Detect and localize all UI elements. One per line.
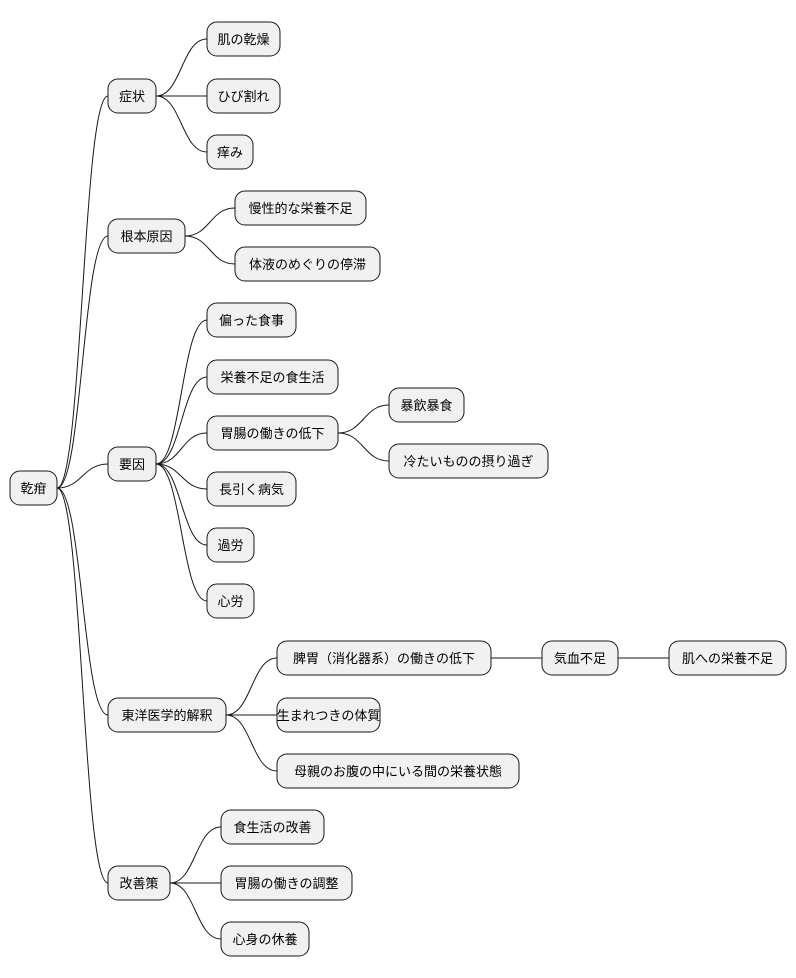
node-symptoms: 症状	[107, 78, 157, 114]
node-label: 根本原因	[120, 230, 172, 245]
node-factor-overwork: 過労	[206, 527, 255, 563]
node-improve-rest: 心身の休養	[220, 921, 310, 957]
node-root-cause: 根本原因	[107, 218, 186, 254]
node-label: 栄養不足の食生活	[220, 370, 324, 386]
connector-line	[184, 235, 236, 265]
node-factor-cold-food: 冷たいものの摂り過ぎ	[388, 443, 549, 479]
node-qi-blood-deficiency: 気血不足	[541, 640, 619, 676]
node-symptom-dry-skin: 肌の乾燥	[206, 21, 281, 57]
node-improve-diet: 食生活の改善	[220, 809, 325, 845]
node-root: 乾疳	[9, 470, 58, 506]
connector-line	[225, 714, 278, 772]
node-label: 肌への栄養不足	[682, 651, 773, 667]
node-cause-fluid-stagnation: 体液のめぐりの停滞	[234, 246, 381, 282]
node-label: 胃腸の働きの調整	[234, 877, 338, 892]
node-label: 食生活の改善	[233, 820, 311, 836]
node-symptom-itch: 痒み	[206, 134, 254, 170]
node-factor-unbalanced-diet: 偏った食事	[206, 302, 297, 338]
node-label: 胃腸の働きの低下	[220, 427, 324, 442]
connector-line	[155, 463, 208, 602]
node-symptom-cracks: ひび割れ	[206, 78, 281, 114]
node-label: 体液のめぐりの停滞	[249, 257, 366, 273]
node-label: 脾胃（消化器系）の働きの低下	[293, 652, 475, 667]
connector-line	[155, 432, 208, 465]
node-label: 要因	[119, 458, 145, 473]
connector-line	[155, 95, 208, 153]
connector-line	[155, 319, 208, 465]
connector-line	[184, 207, 236, 237]
node-label: 長引く病気	[219, 482, 284, 498]
node-factor-weak-digestion: 胃腸の働きの低下	[206, 415, 339, 451]
node-improve-digestion: 胃腸の働きの調整	[220, 865, 353, 901]
node-label: 過労	[217, 539, 243, 554]
node-factor-long-illness: 長引く病気	[206, 471, 297, 507]
connector-line	[169, 882, 222, 940]
connector-line	[225, 657, 278, 716]
connector-line	[155, 463, 208, 490]
node-improvements: 改善策	[107, 865, 171, 901]
connector-line	[155, 463, 208, 546]
node-label: 東洋医学的解釈	[121, 708, 212, 724]
node-label: 母親のお腹の中にいる間の栄養状態	[294, 764, 502, 780]
node-spleen-stomach: 脾胃（消化器系）の働きの低下	[276, 640, 492, 676]
connector-line	[337, 404, 390, 434]
node-label: 暴飲暴食	[400, 398, 452, 414]
connector-line	[56, 463, 109, 489]
node-factors: 要因	[107, 446, 157, 482]
connector-line	[155, 376, 208, 465]
connector-line	[337, 432, 390, 462]
node-label: 痒み	[217, 145, 243, 161]
node-factor-poor-diet: 栄養不足の食生活	[206, 359, 339, 395]
connector-line	[56, 95, 109, 489]
node-factor-stress: 心労	[206, 583, 255, 619]
node-label: 生まれつきの体質	[277, 709, 381, 724]
node-skin-malnutrition: 肌への栄養不足	[668, 640, 787, 676]
node-constitution: 生まれつきの体質	[276, 697, 381, 733]
node-label: 偏った食事	[219, 313, 284, 329]
node-label: 気血不足	[554, 651, 606, 667]
node-label: 乾疳	[20, 482, 46, 497]
node-label: 心身の休養	[232, 932, 297, 948]
edges-layer	[56, 38, 669, 940]
node-prenatal-nutrition: 母親のお腹の中にいる間の栄養状態	[276, 753, 520, 789]
connector-line	[155, 38, 208, 97]
node-label: 冷たいものの摂り過ぎ	[403, 454, 533, 470]
connector-line	[56, 487, 109, 884]
node-label: 症状	[119, 90, 145, 105]
node-factor-overeating: 暴飲暴食	[388, 387, 465, 423]
node-cause-malnutrition: 慢性的な栄養不足	[234, 190, 367, 226]
node-label: ひび割れ	[217, 89, 269, 105]
connector-line	[56, 235, 109, 489]
node-label: 慢性的な栄養不足	[248, 201, 352, 217]
node-label: 心労	[217, 595, 243, 610]
node-eastern-medicine: 東洋医学的解釈	[107, 697, 227, 733]
connector-line	[169, 826, 222, 884]
node-label: 改善策	[119, 876, 158, 892]
connector-line	[56, 487, 109, 716]
node-label: 肌の乾燥	[217, 33, 269, 48]
